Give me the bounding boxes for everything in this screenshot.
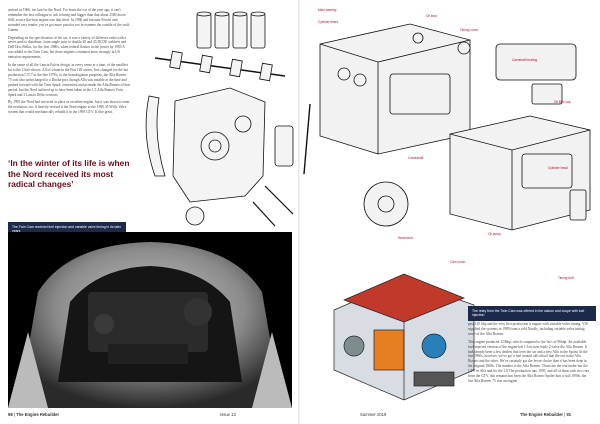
left-paragraph: In the sense of all the Lancia Fulvia de… — [8, 63, 130, 97]
left-paragraph: arrived in 1966, too late for the Nord. … — [8, 8, 130, 32]
diagram-label: Camshaft bearing — [512, 58, 538, 62]
diagram-label: Oil seal — [426, 14, 437, 18]
diagram-label: Head stud — [398, 236, 413, 240]
diagram-label: Main bearing — [318, 8, 337, 12]
engine-cutaway-illustration — [333, 273, 475, 401]
diagram-label: Oil filler cap — [554, 100, 571, 104]
right-footer-date: Summer 2019 — [360, 412, 387, 417]
diagram-label: Cam cover — [450, 260, 466, 264]
right-paragraph: past 120 bhp and the very first producti… — [468, 322, 588, 336]
diagram-label: Timing belt — [558, 276, 574, 280]
diagram-label: Timing cover — [460, 28, 479, 32]
right-body-text: past 120 bhp and the very first producti… — [468, 322, 592, 387]
right-footer: The Engine Rebuilder | 91 — [520, 412, 572, 417]
engine-block-diagram — [303, 23, 591, 231]
exploded-engine-diagram — [145, 11, 294, 227]
diagram-label: Cylinder liners — [318, 20, 339, 24]
diagram-label: Oil pump — [488, 232, 501, 236]
right-page-number: 91 — [566, 412, 572, 417]
left-paragraph: Depending on the specification of the ca… — [8, 35, 127, 60]
left-paragraph: By 1995 the Nord had survived in place a… — [8, 100, 130, 115]
diagram-label: Cylinder head — [548, 166, 568, 170]
left-footer-issue: Issue 13 — [220, 412, 236, 417]
left-page: arrived in 1966, too late for the Nord. … — [8, 8, 294, 417]
pull-quote: ‘In the winter of its life is when the N… — [8, 158, 130, 189]
left-page-number: 98 — [8, 412, 13, 417]
right-footer-title: The Engine Rebuilder — [520, 412, 564, 417]
left-body-text: arrived in 1966, too late for the Nord. … — [8, 8, 130, 118]
engine-bay-photo — [8, 232, 292, 408]
left-footer: 98 | The Engine Rebuilder — [8, 412, 60, 417]
diagram-label: Crankshaft — [408, 156, 424, 160]
right-page: Main bearing Cylinder liners Oil seal Ti… — [300, 0, 600, 424]
left-footer-title: The Engine Rebuilder — [16, 412, 60, 417]
right-paragraph: That engine produced 123bhp, which compa… — [468, 339, 590, 383]
cutaway-caption: The relay from the Twin Cam was offered … — [468, 306, 596, 321]
